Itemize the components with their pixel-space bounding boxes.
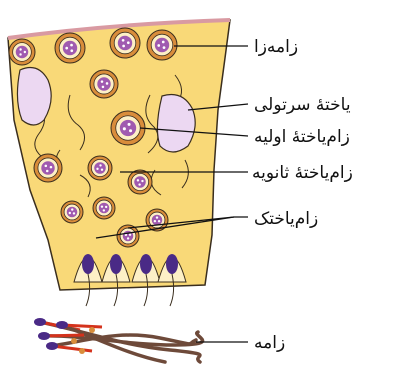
label-sperm: زامه	[254, 333, 285, 353]
secondary-spermatocyte-cell	[34, 154, 62, 182]
spermatocyte-cell	[90, 70, 118, 98]
label-spermatogonium: زامه‌زا	[254, 37, 298, 57]
seminiferous-tubule-wall	[8, 20, 230, 290]
spermatogonium-cell	[55, 33, 85, 63]
spermatogonium-cell	[147, 30, 177, 60]
spermatid-round-cell	[117, 225, 139, 247]
label-sertoli-cell: یاختهٔ سرتولی	[254, 95, 351, 115]
spermatogonium-cell	[9, 39, 35, 65]
secondary-spermatocyte-cell	[88, 156, 112, 180]
sertoli-cell-left	[17, 68, 51, 125]
label-spermatid: زام‌یاختک	[254, 209, 318, 229]
secondary-spermatocyte-cell	[128, 170, 152, 194]
label-primary-spermatocyte: زام‌یاختهٔ اولیه	[254, 127, 350, 147]
spermatid-round-cell	[93, 197, 115, 219]
spermatogonium-cell	[110, 28, 140, 58]
spermatid-round-cell	[61, 201, 83, 223]
primary-spermatocyte-cell	[111, 111, 145, 145]
label-secondary-spermatocyte: زام‌یاختهٔ ثانویه	[252, 163, 353, 183]
mature-sperm	[34, 318, 203, 362]
